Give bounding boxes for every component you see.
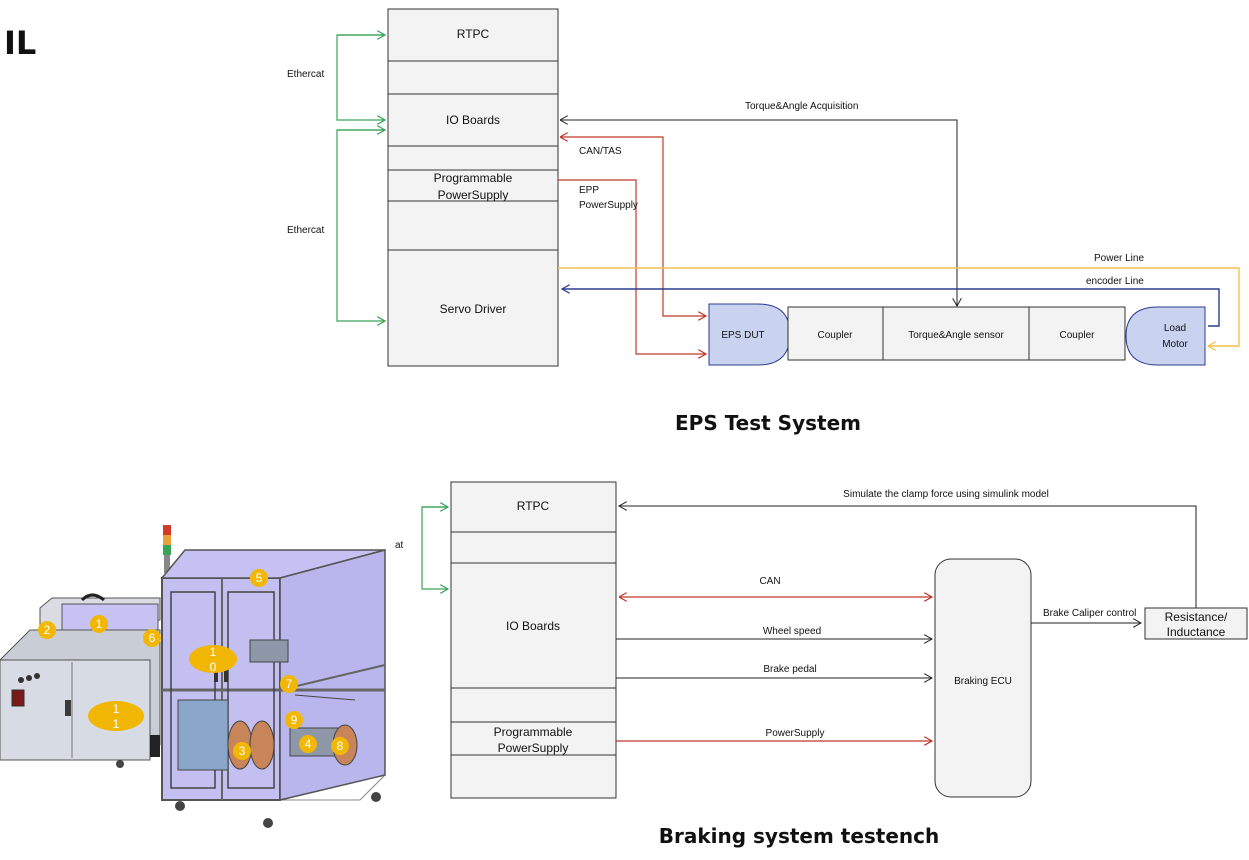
load-label: Load	[1164, 323, 1186, 334]
eps-programmable-label: Programmable	[434, 171, 513, 185]
simulate-clamp-force-label: Simulate the clamp force using simulink …	[843, 489, 1049, 500]
torque-sensor-block	[882, 306, 1030, 361]
marker-1-rail-text: 1	[96, 617, 103, 631]
marker-4	[299, 735, 317, 753]
marker-9-text: 9	[291, 713, 298, 727]
braking-programmable-label: Programmable	[494, 725, 573, 739]
marker-7-text: 7	[286, 677, 293, 691]
marker-11-text-bottom: 1	[113, 717, 120, 731]
brake-caliper-label: Brake Caliper control	[1043, 608, 1136, 619]
simulate-clamp-force-link	[619, 506, 1197, 608]
marker-10-text-bottom: 0	[210, 660, 217, 674]
load-motor-block	[1125, 306, 1206, 366]
eps-power-supply-label: PowerSupply	[438, 188, 509, 202]
marker-6	[143, 629, 161, 647]
braking-io-boards-label: IO Boards	[506, 619, 560, 633]
marker-7	[280, 675, 298, 693]
epp-label: EPP	[579, 185, 599, 196]
coupler-1-label: Coupler	[817, 330, 853, 341]
braking-power-supply-link-label: PowerSupply	[766, 728, 825, 739]
braking-title: Braking system testench	[659, 824, 940, 848]
motor-label: Motor	[1162, 339, 1188, 350]
encoder-line	[562, 289, 1220, 327]
epp-power-supply-label: PowerSupply	[579, 200, 638, 211]
wheel-speed-label: Wheel speed	[763, 626, 821, 637]
marker-11-text-top: 1	[113, 702, 120, 716]
eps-servo-driver-label: Servo Driver	[440, 302, 507, 316]
marker-8	[331, 737, 349, 755]
eps-rtpc-label: RTPC	[457, 27, 490, 41]
braking-ethercat-link	[421, 507, 448, 589]
coupler-2-label: Coupler	[1059, 330, 1095, 341]
resistance-inductance-block	[1144, 607, 1248, 640]
marker-2	[38, 621, 56, 639]
can-tas-link	[561, 137, 706, 316]
eps-ethercat-top-label: Ethercat	[287, 69, 324, 80]
eps-io-boards-label: IO Boards	[446, 113, 500, 127]
testbench-machine-illustration: 1 2 5 6 1 0 7 1 1 9 3 4 8	[0, 525, 386, 828]
brake-pedal-label: Brake pedal	[763, 664, 816, 675]
marker-8-text: 8	[337, 739, 344, 753]
coupler-2-block	[1028, 306, 1126, 361]
epp-power-link	[558, 179, 706, 354]
coupler-1-block	[787, 306, 884, 361]
eps-ethercat-bottom-label: Ethercat	[287, 225, 324, 236]
marker-3	[233, 742, 251, 760]
encoder-line-label: encoder Line	[1086, 276, 1144, 287]
inductance-label: Inductance	[1167, 625, 1226, 639]
torque-angle-acquisition-label: Torque&Angle Acquisition	[745, 101, 858, 112]
marker-5	[250, 569, 268, 587]
marker-4-text: 4	[305, 737, 312, 751]
power-line-label: Power Line	[1094, 253, 1144, 264]
marker-11	[88, 701, 144, 731]
braking-ecu-block	[934, 558, 1032, 798]
torque-sensor-label: Torque&Angle sensor	[908, 330, 1004, 341]
eps-test-system: RTPC IO Boards Programmable PowerSupply …	[287, 8, 1240, 435]
marker-9	[285, 711, 303, 729]
braking-ethercat-label: at	[395, 540, 404, 551]
can-tas-label: CAN/TAS	[579, 146, 622, 157]
braking-rtpc-label: RTPC	[517, 499, 550, 513]
eps-mechanical-chain: EPS DUT Coupler Torque&Angle sensor Coup…	[708, 303, 1206, 366]
resistance-label: Resistance/	[1165, 610, 1228, 624]
marker-5-text: 5	[256, 571, 263, 585]
eps-dut-label: EPS DUT	[721, 330, 764, 341]
power-line	[558, 267, 1240, 346]
marker-10	[189, 645, 237, 673]
braking-controller-stack: RTPC IO Boards Programmable PowerSupply	[450, 481, 617, 799]
marker-2-text: 2	[44, 623, 51, 637]
marker-1-rail	[90, 615, 108, 633]
braking-power-supply-label: PowerSupply	[498, 741, 569, 755]
marker-10-text-top: 1	[210, 645, 217, 659]
page-heading: IL	[4, 24, 36, 62]
eps-title: EPS Test System	[675, 411, 861, 435]
marker-3-text: 3	[239, 744, 246, 758]
braking-test-system: RTPC IO Boards Programmable PowerSupply …	[395, 481, 1248, 848]
braking-can-label: CAN	[759, 576, 780, 587]
marker-6-text: 6	[149, 631, 156, 645]
braking-ecu-label: Braking ECU	[954, 676, 1012, 687]
eps-controller-stack: RTPC IO Boards Programmable PowerSupply …	[387, 8, 559, 367]
eps-ethercat-links	[336, 35, 385, 321]
torque-angle-acquisition-link	[561, 120, 957, 306]
